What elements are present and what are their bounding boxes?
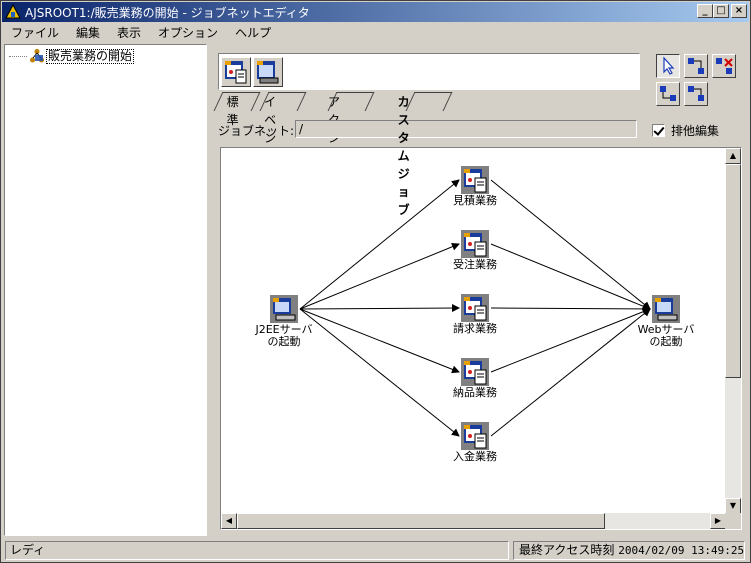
close-button[interactable]: ×	[731, 4, 747, 18]
status-text: レディ	[5, 541, 509, 560]
last-access-label: 最終アクセス時刻	[519, 543, 615, 557]
job-node-label: Webサーバ の起動	[637, 323, 695, 348]
jobnet-path-field: /	[295, 120, 637, 138]
custom-job-icon	[460, 357, 490, 387]
job-palette	[218, 53, 640, 90]
job-node-nohin[interactable]: 納品業務	[430, 357, 520, 399]
scrollbar-corner	[725, 513, 741, 529]
job-node-label: 納品業務	[453, 386, 497, 399]
tree-item-root[interactable]: 販売業務の開始	[9, 48, 135, 64]
server-job-palette-item[interactable]	[253, 57, 283, 87]
menu-options[interactable]: オプション	[158, 26, 219, 40]
check-icon[interactable]	[652, 124, 665, 137]
horizontal-scroll-thumb[interactable]	[237, 513, 605, 529]
vertical-scroll-thumb[interactable]	[725, 164, 741, 378]
tab-event[interactable]: イベント	[259, 92, 307, 163]
title-bar[interactable]: AJSROOT1:/販売業務の開始 - ジョブネットエディタ _ □ ×	[2, 2, 749, 22]
job-node-j2ee[interactable]: J2EEサーバ の起動	[239, 294, 329, 348]
connect-icon	[688, 58, 704, 74]
select-mode-button[interactable]	[656, 54, 680, 78]
job-node-seikyu[interactable]: 請求業務	[430, 293, 520, 335]
job-node-label: 請求業務	[453, 322, 497, 335]
edge-j2ee-mitsumori[interactable]	[299, 179, 460, 310]
jobnet-canvas[interactable]: J2EEサーバ の起動 見積業務受注業務請求業務納品業務入金業務 Webサーバ の起…	[220, 147, 742, 530]
jobnet-icon	[30, 49, 44, 63]
edge-layer	[299, 179, 651, 437]
server-job-icon	[651, 294, 681, 324]
job-node-nyukin[interactable]: 入金業務	[430, 421, 520, 463]
tree-item-label: 販売業務の開始	[46, 48, 135, 64]
edge-nyukin-web[interactable]	[490, 308, 651, 437]
server-job-icon	[269, 294, 299, 324]
tree-connector	[9, 55, 27, 57]
vertical-scrollbar[interactable]: ▲ ▼	[725, 148, 741, 514]
scroll-right-button[interactable]: ▶	[710, 513, 726, 529]
custom-job-icon	[460, 293, 490, 323]
horizontal-scrollbar[interactable]: ◀ ▶	[221, 513, 726, 529]
tab-custom-job[interactable]: カスタムジョブ	[398, 92, 453, 217]
exclusive-edit-checkbox[interactable]: 排他編集	[652, 122, 719, 139]
scroll-up-button[interactable]: ▲	[725, 148, 741, 164]
job-node-mitsumori[interactable]: 見積業務	[430, 165, 520, 207]
custom-job-icon	[460, 229, 490, 259]
edge-juchu-web[interactable]	[490, 243, 651, 311]
jobnet-label: ジョブネット:	[218, 124, 295, 138]
edge-mitsumori-web[interactable]	[490, 179, 651, 310]
job-node-label: 入金業務	[453, 450, 497, 463]
job-node-web[interactable]: Webサーバ の起動	[621, 294, 711, 348]
maximize-button[interactable]: □	[713, 4, 729, 18]
job-node-juchu[interactable]: 受注業務	[430, 229, 520, 271]
jobnet-tree[interactable]: 販売業務の開始	[4, 44, 207, 536]
job-node-label: 受注業務	[453, 258, 497, 271]
menu-file[interactable]: ファイル	[11, 26, 60, 40]
job-node-label: J2EEサーバ の起動	[255, 323, 313, 348]
edge-j2ee-nohin[interactable]	[299, 308, 460, 374]
edge-j2ee-seikyu[interactable]	[299, 304, 460, 313]
cursor-icon	[663, 56, 675, 75]
scroll-down-button[interactable]: ▼	[725, 498, 741, 514]
align-left-button[interactable]	[656, 82, 680, 106]
custom-job-icon	[460, 421, 490, 451]
server-job-icon	[257, 61, 279, 84]
last-access-panel: 最終アクセス時刻 2004/02/09 13:49:25	[513, 541, 745, 560]
menu-view[interactable]: 表示	[117, 26, 142, 40]
minimize-button[interactable]: _	[697, 4, 713, 18]
menu-bar: ファイル 編集 表示 オプション ヘルプ	[2, 23, 749, 42]
align-icon	[688, 86, 704, 101]
align-right-button[interactable]	[684, 82, 708, 106]
editor-pane: 標準 イベント アクション カスタムジョブ ジョブネット: / 排他編集 J2E…	[210, 44, 748, 536]
edge-j2ee-nyukin[interactable]	[299, 308, 460, 437]
menu-help[interactable]: ヘルプ	[235, 26, 272, 40]
app-icon	[5, 4, 21, 19]
edge-nohin-web[interactable]	[490, 307, 651, 373]
tab-action[interactable]: アクション	[327, 92, 375, 181]
custom-job-icon	[460, 165, 490, 195]
disconnect-icon	[716, 58, 733, 74]
exclusive-edit-label: 排他編集	[671, 124, 720, 138]
custom-job-icon	[225, 61, 247, 84]
connect-mode-button[interactable]	[684, 54, 708, 78]
job-node-label: 見積業務	[453, 194, 497, 207]
status-bar: レディ 最終アクセス時刻 2004/02/09 13:49:25	[2, 539, 749, 561]
scroll-left-button[interactable]: ◀	[221, 513, 237, 529]
edge-seikyu-web[interactable]	[490, 304, 651, 313]
disconnect-mode-button[interactable]	[712, 54, 736, 78]
align-icon	[660, 86, 676, 101]
custom-job-palette-item[interactable]	[221, 57, 251, 87]
menu-edit[interactable]: 編集	[76, 26, 101, 40]
window-title: AJSROOT1:/販売業務の開始 - ジョブネットエディタ	[25, 5, 310, 20]
tab-standard[interactable]: 標準	[213, 92, 261, 127]
last-access-time: 2004/02/09 13:49:25	[618, 544, 745, 557]
edge-j2ee-juchu[interactable]	[299, 242, 460, 310]
